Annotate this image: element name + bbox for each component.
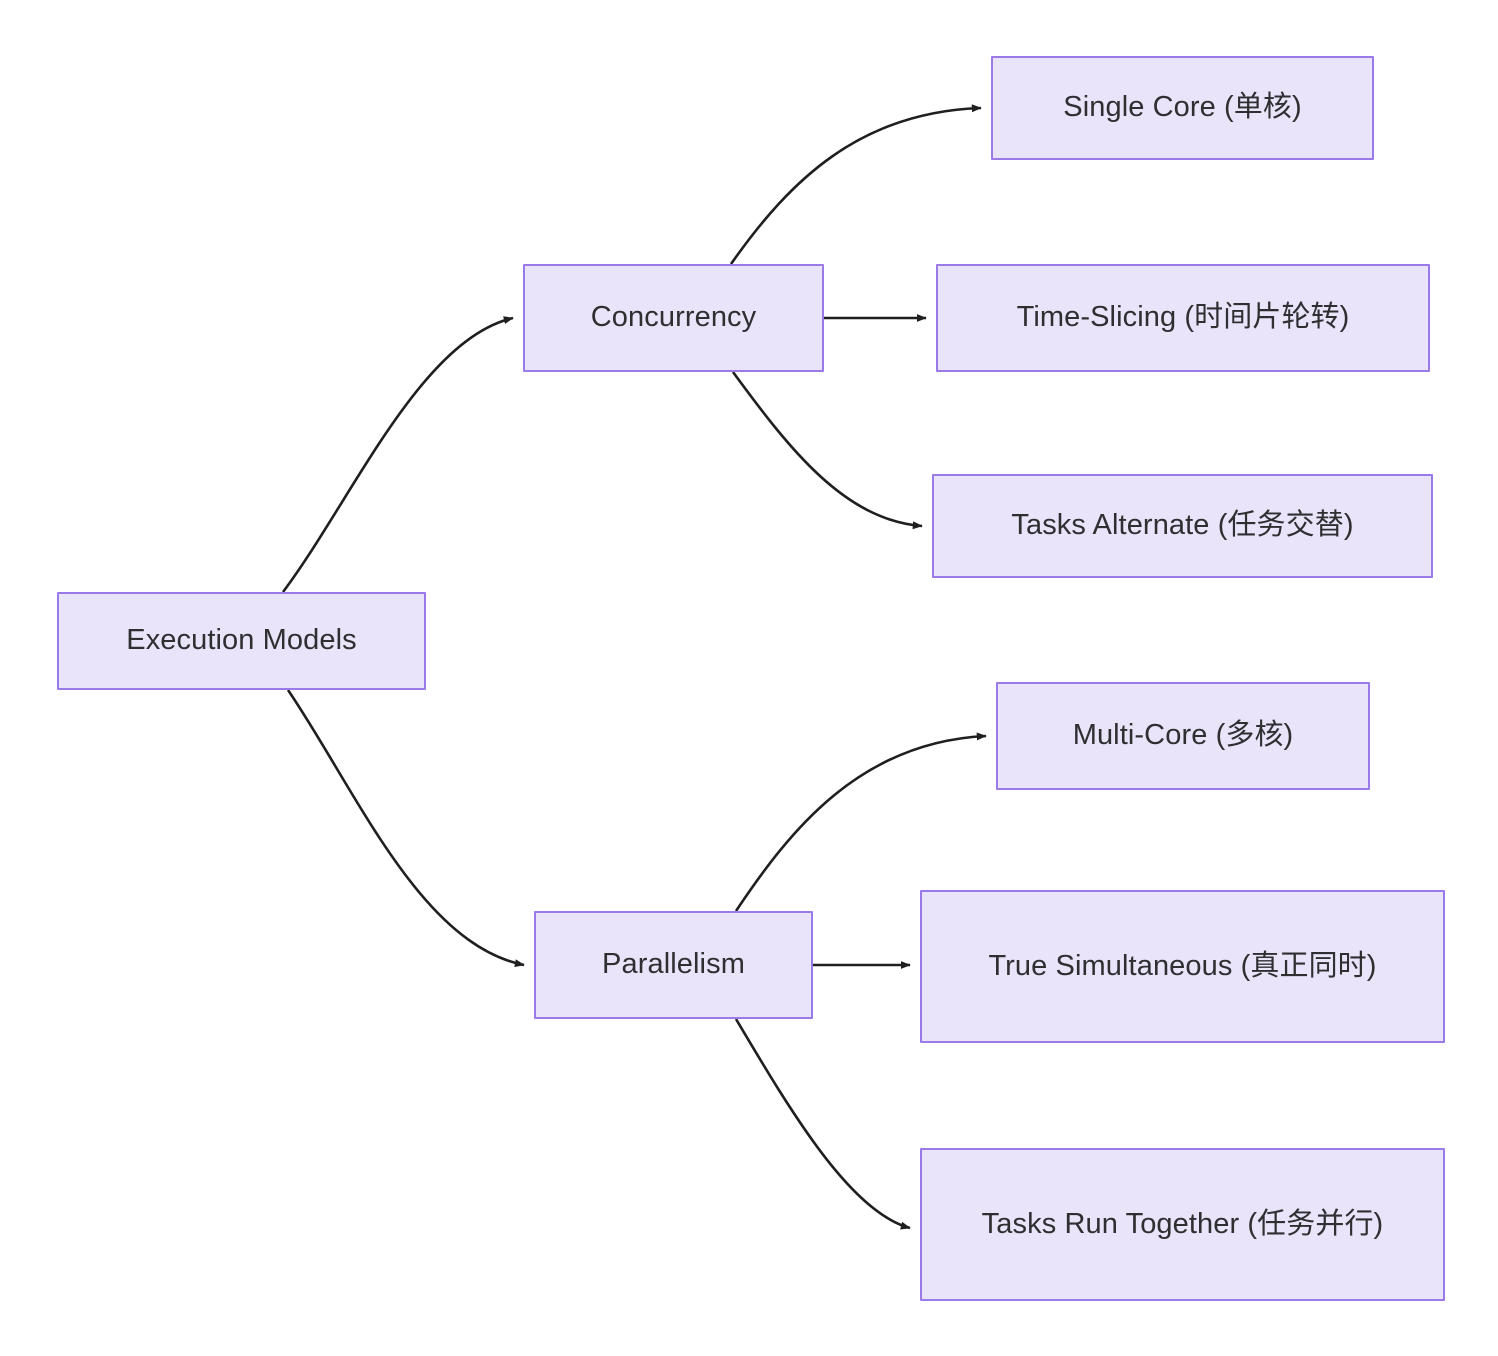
node-tasks-alternate[interactable]: Tasks Alternate (任务交替) bbox=[932, 474, 1433, 578]
node-label: True Simultaneous (真正同时) bbox=[988, 949, 1377, 982]
node-label: Multi-Core (多核) bbox=[1072, 719, 1294, 752]
node-label: Execution Models bbox=[126, 624, 357, 657]
edge-root-to-concurrency bbox=[281, 316, 514, 593]
node-time-slicing[interactable]: Time-Slicing (时间片轮转) bbox=[936, 264, 1430, 372]
node-label: Concurrency bbox=[590, 301, 757, 334]
edge-parallelism-to-tasks-run-together bbox=[734, 1018, 911, 1230]
node-single-core[interactable]: Single Core (单核) bbox=[991, 56, 1374, 160]
node-multi-core[interactable]: Multi-Core (多核) bbox=[996, 682, 1370, 790]
edge-parallelism-to-multi-core bbox=[734, 732, 987, 912]
node-label: Tasks Alternate (任务交替) bbox=[1011, 509, 1354, 542]
edge-root-to-parallelism bbox=[286, 689, 525, 968]
edge-concurrency-to-tasks-alternate bbox=[731, 371, 923, 530]
node-label: Time-Slicing (时间片轮转) bbox=[1016, 301, 1350, 334]
node-label: Parallelism bbox=[602, 948, 745, 981]
node-parallelism[interactable]: Parallelism bbox=[534, 911, 813, 1019]
node-label: Tasks Run Together (任务并行) bbox=[981, 1207, 1384, 1240]
node-tasks-run-together[interactable]: Tasks Run Together (任务并行) bbox=[920, 1148, 1445, 1301]
edge-concurrency-to-single-core bbox=[729, 104, 982, 265]
node-label: Single Core (单核) bbox=[1063, 91, 1302, 124]
node-execution-models[interactable]: Execution Models bbox=[57, 592, 426, 690]
node-concurrency[interactable]: Concurrency bbox=[523, 264, 824, 372]
node-true-simultaneous[interactable]: True Simultaneous (真正同时) bbox=[920, 890, 1445, 1043]
